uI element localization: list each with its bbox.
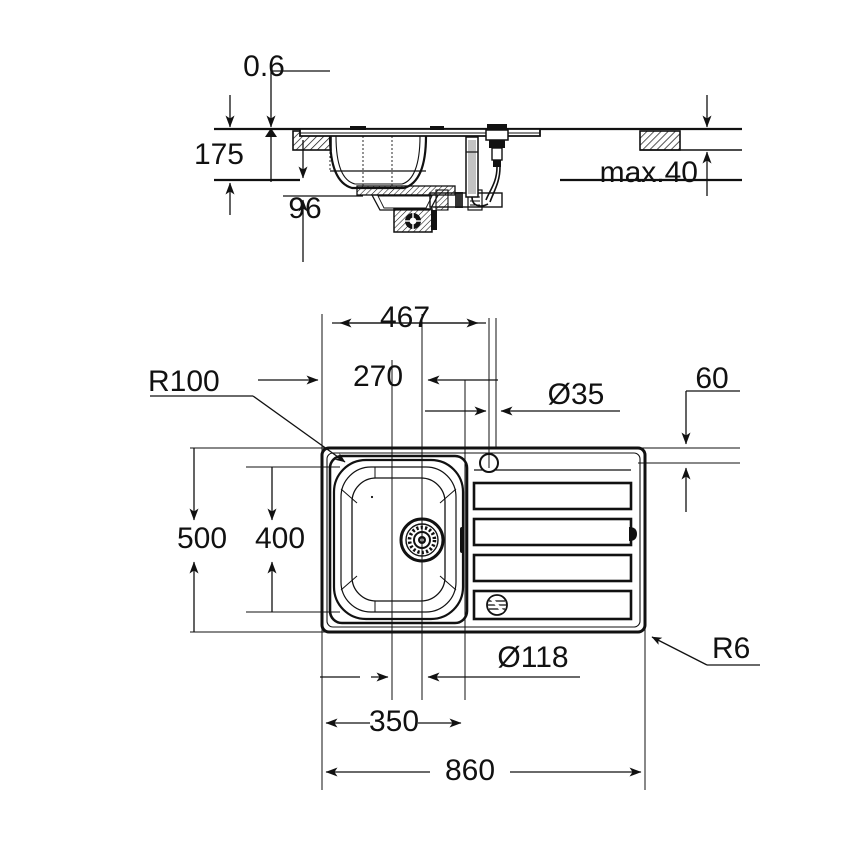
dimension-bowl-right-offset: 467 — [332, 301, 486, 334]
dimension-overall-depth: 175 — [194, 95, 244, 215]
dimension-label-500: 500 — [177, 522, 227, 555]
mounting-clip-right — [639, 130, 742, 151]
dimension-bowl-width: 350 — [325, 705, 462, 738]
section-view-group: 0.6 175 96 max.40 — [194, 50, 742, 262]
dimension-label-thickness: 0.6 — [243, 50, 285, 83]
dimension-tap-hole-dia: Ø35 — [500, 378, 620, 416]
dimension-label-467: 467 — [380, 301, 430, 334]
dimension-thickness: 0.6 — [243, 50, 330, 182]
dimension-label-270: 270 — [353, 360, 403, 393]
dimension-bowl-height: 400 — [255, 467, 305, 612]
dimension-waste-dia: Ø118 — [320, 641, 580, 682]
dimension-label-dia35: Ø35 — [548, 378, 605, 411]
dimension-overall-height: 500 — [177, 448, 227, 632]
overflow-pipe-section — [465, 136, 489, 207]
dimension-label-worktop-max: max.40 — [600, 156, 698, 189]
dimension-bowl-depth: 96 — [283, 140, 363, 262]
leader-corner-radius-bowl: R100 — [148, 365, 346, 463]
sink-inner-outline — [326, 452, 641, 628]
dimension-label-overall-depth: 175 — [194, 138, 244, 171]
dimension-worktop-max: max.40 — [600, 95, 742, 196]
plan-view-group: 467 270 Ø35 60 R100 — [148, 301, 760, 790]
dimension-bowl-left-offset: 270 — [258, 360, 498, 416]
drainer-outlet-icon — [486, 594, 508, 616]
dimension-label-r100: R100 — [148, 365, 220, 398]
dimension-rear-edge-offset: 60 — [681, 362, 740, 512]
dimension-label-dia118: Ø118 — [497, 641, 568, 674]
dimension-label-400: 400 — [255, 522, 305, 555]
dimension-label-60: 60 — [695, 362, 728, 395]
waste-outlet-section — [356, 185, 456, 233]
dimension-overall-width: 860 — [325, 754, 642, 787]
dimension-label-860: 860 — [445, 754, 495, 787]
leader-corner-radius-outer: R6 — [651, 632, 760, 666]
tap-connector-section — [485, 129, 509, 203]
extension-lines — [190, 314, 740, 790]
dimension-label-bowl-depth: 96 — [288, 192, 321, 225]
dimension-label-350: 350 — [369, 705, 419, 738]
drainer-grooves — [472, 453, 637, 621]
dimension-label-r6: R6 — [712, 632, 750, 665]
sink-outer-outline — [320, 446, 647, 634]
